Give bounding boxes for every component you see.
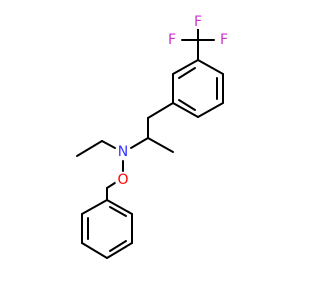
bond — [81, 242, 108, 259]
aromatic-bond — [109, 206, 127, 217]
aromatic-bond — [109, 240, 127, 252]
bond — [130, 137, 149, 149]
benzyl-ring — [81, 199, 133, 259]
bond — [147, 102, 174, 119]
bond — [172, 102, 199, 118]
bond — [81, 199, 108, 215]
atom-f-top: F — [191, 14, 205, 30]
fluorine-label: F — [220, 32, 228, 48]
aryl-ring — [172, 59, 224, 118]
bond — [172, 59, 199, 75]
aromatic-bond — [178, 67, 196, 79]
fluorine-label: F — [168, 32, 176, 48]
fluorine-label: F — [194, 14, 202, 30]
atom-o: O — [115, 172, 131, 188]
atom-f-right: F — [217, 32, 231, 48]
bond — [76, 140, 103, 157]
bond — [147, 137, 174, 153]
bond — [197, 59, 224, 75]
atom-f-left: F — [165, 32, 179, 48]
oxygen-label: O — [117, 172, 128, 188]
bond — [101, 140, 116, 149]
bond — [106, 199, 133, 215]
atom-n: N — [115, 144, 131, 160]
aromatic-bond — [178, 99, 196, 111]
bond — [106, 242, 133, 259]
nitrogen-label: N — [118, 144, 128, 160]
bond — [197, 102, 224, 118]
chemical-structure-diagram: N O F F F — [76, 14, 231, 259]
